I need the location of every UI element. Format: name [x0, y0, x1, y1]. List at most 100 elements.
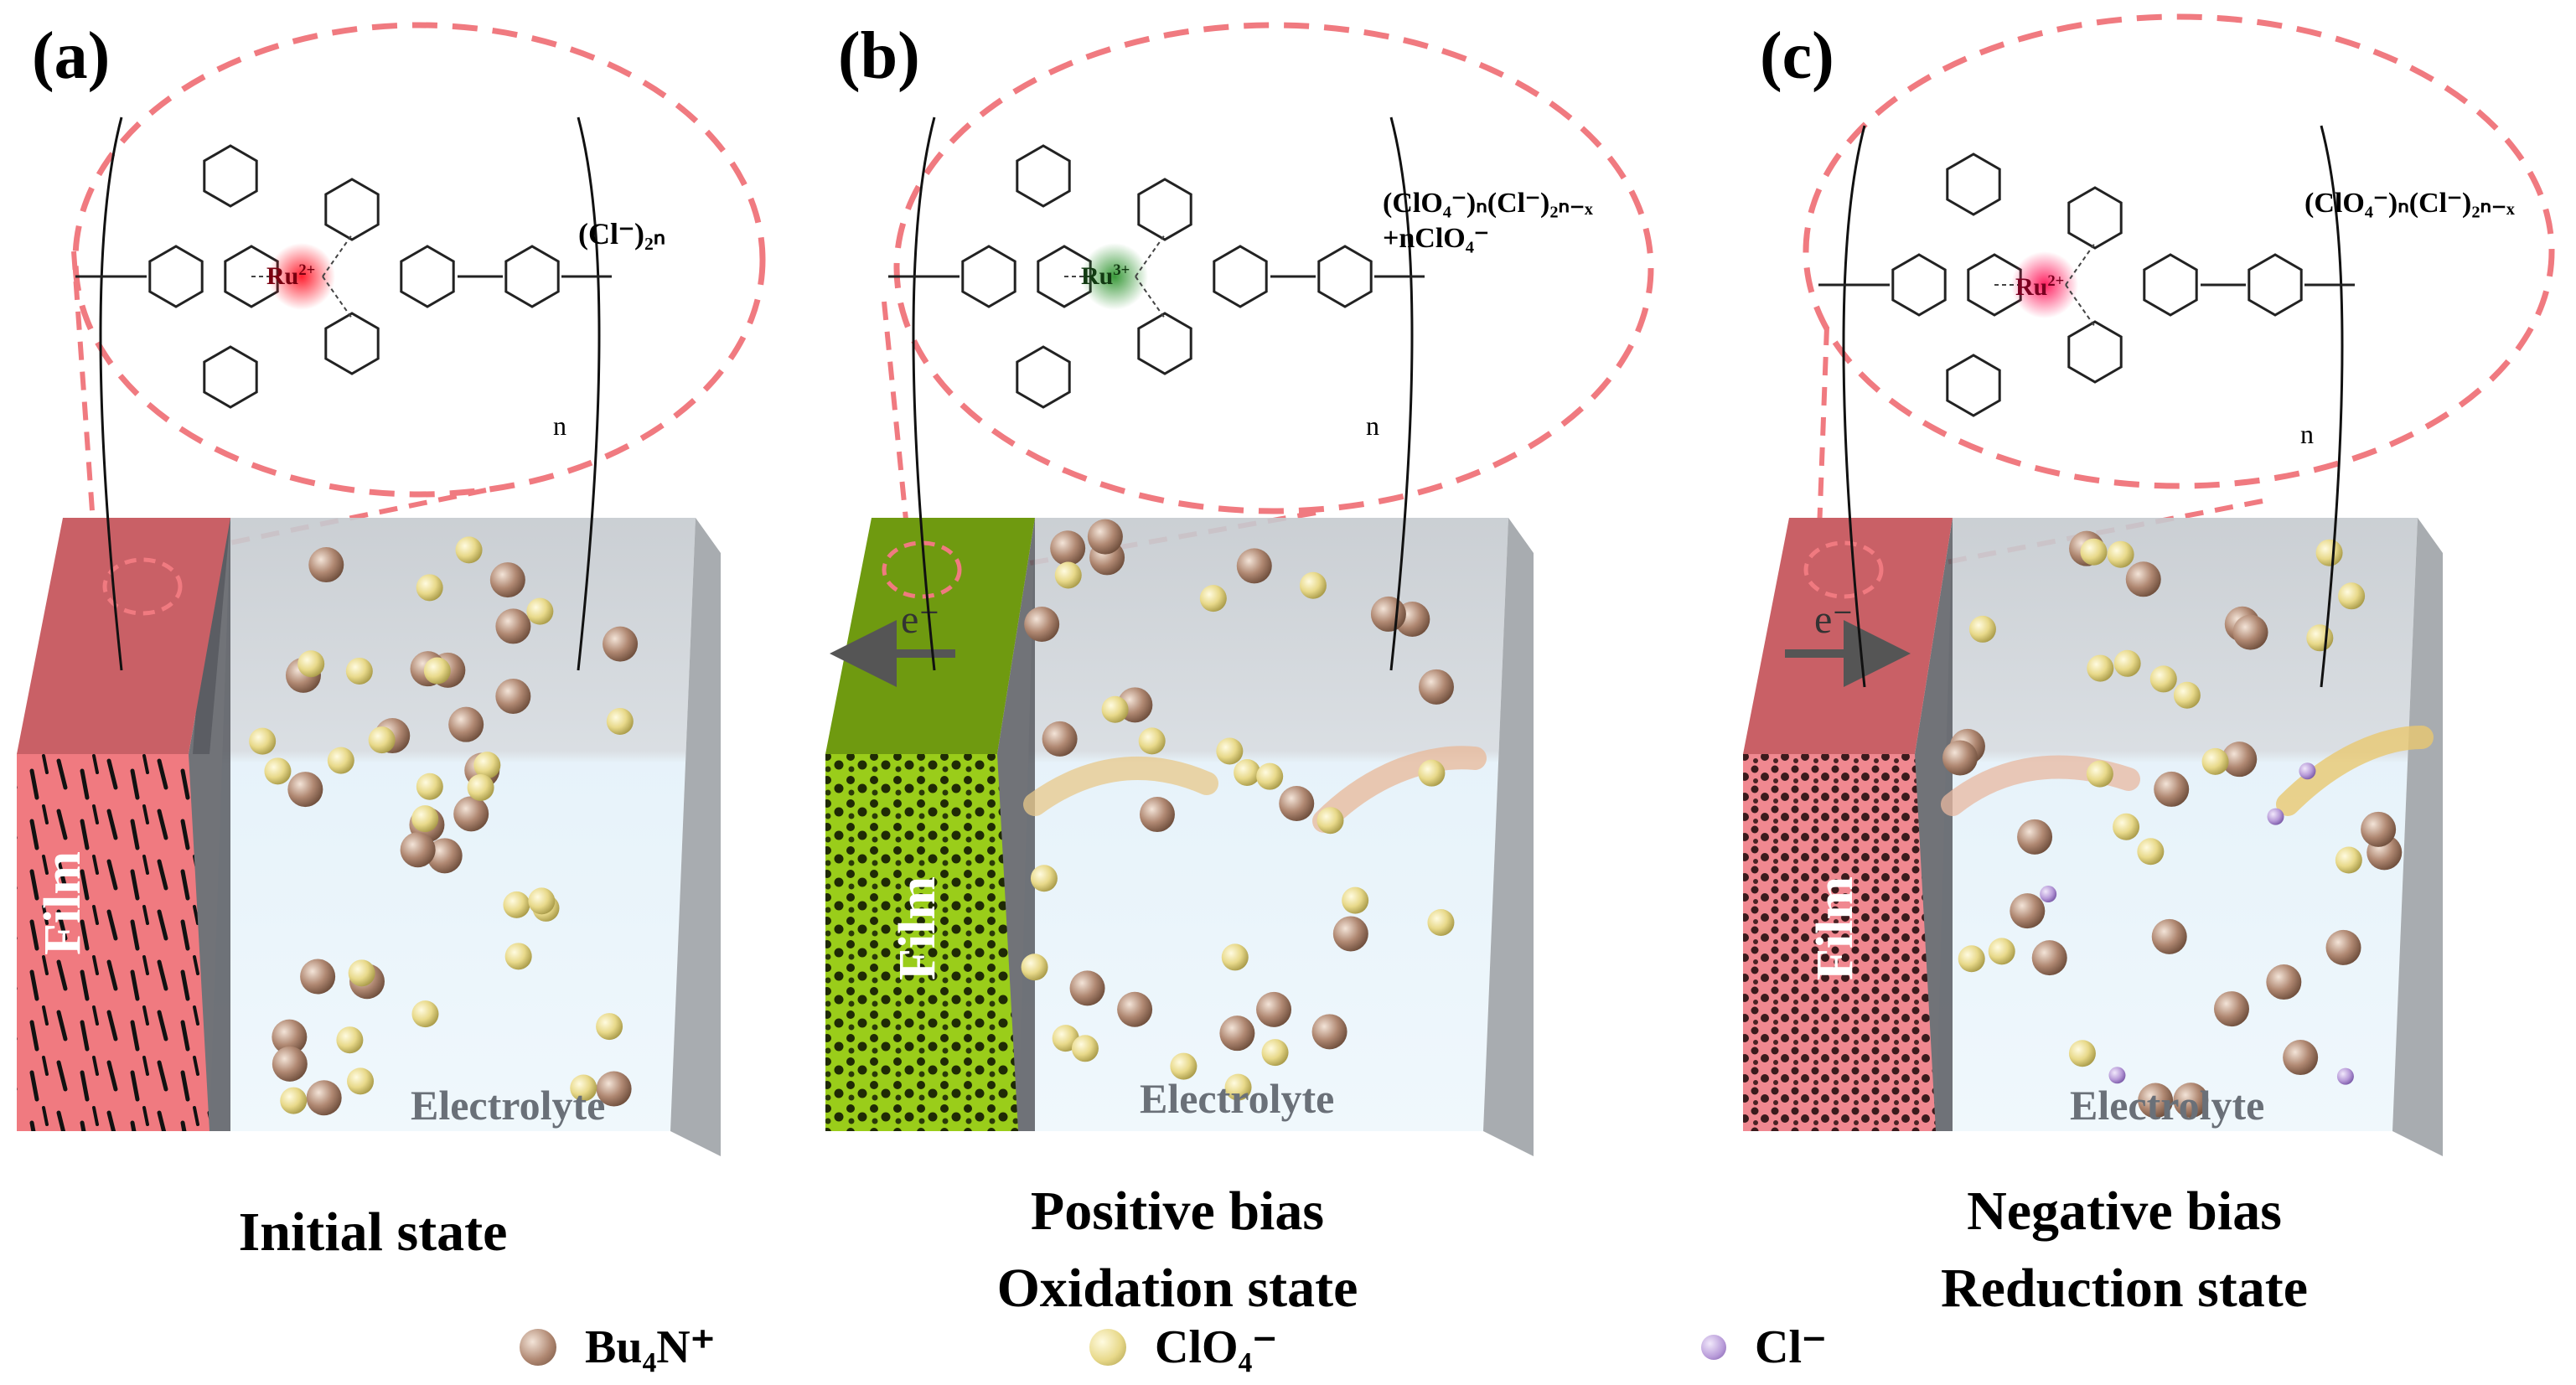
clo4-ion — [1224, 1073, 1252, 1101]
pyridine-ring — [1317, 245, 1373, 308]
coordination-bond — [322, 276, 353, 319]
bu4n-ion — [495, 678, 531, 714]
pyridine-ring — [324, 312, 380, 375]
bu4n-ion — [1069, 970, 1105, 1006]
bu4n-ion — [2283, 1040, 2319, 1076]
terpyridine-complex — [888, 116, 1425, 671]
film-label-a: Film — [34, 851, 91, 955]
panel-label-b: (b) — [838, 19, 920, 93]
molecular-structures — [75, 116, 2355, 688]
film-front-face — [1743, 754, 1936, 1131]
cl-ion — [2267, 808, 2284, 825]
state-caption-b: Positive bias Oxidation state — [800, 1173, 1554, 1327]
clo4-ion — [345, 657, 373, 685]
clo4-ion — [1418, 759, 1446, 787]
legend-item-clo4: ClO₄⁻ — [1089, 1320, 1277, 1374]
electrolyte-side — [670, 518, 721, 1156]
bu4n-ion — [1370, 596, 1406, 632]
polymer-subscript-b: n — [1366, 411, 1379, 441]
clo4-ion — [2173, 681, 2201, 709]
legend-item-cl: Cl⁻ — [1701, 1320, 1827, 1374]
clo4-ion — [1221, 943, 1249, 971]
clo4-ion — [1054, 561, 1082, 589]
purple-sphere-icon — [1701, 1334, 1726, 1360]
cl-ion — [2336, 1067, 2354, 1085]
film-label-b: Film — [889, 876, 946, 980]
bu4n-ion — [1050, 530, 1086, 566]
zoom-ellipse — [893, 22, 1654, 514]
pyridine-ring — [961, 245, 1016, 308]
migration-arrow-in — [1023, 756, 1218, 816]
bu4n-ion — [1219, 1015, 1255, 1052]
clo4-ion — [423, 657, 451, 685]
panel-label-c: (c) — [1760, 19, 1834, 93]
clo4-ion — [1988, 938, 2015, 965]
clo4-ion — [348, 959, 375, 987]
clo4-ion — [1256, 762, 1284, 790]
bu4n-ion — [1087, 519, 1123, 555]
clo4-ion — [2201, 747, 2229, 775]
clo4-ion — [1030, 865, 1058, 892]
bu4n-ion — [1279, 785, 1315, 821]
clo4-ion — [1170, 1052, 1197, 1080]
bu4n-ion — [2173, 1083, 2209, 1119]
ru-glow — [2011, 251, 2078, 318]
clo4-ion — [249, 727, 277, 755]
bu4n-ion — [287, 772, 323, 808]
zoom-spot — [882, 540, 962, 599]
polymer-bracket-left — [99, 116, 123, 671]
bu4n-ion — [453, 796, 489, 832]
bu4n-ion — [1024, 607, 1060, 643]
state-caption-c: Negative bias Reduction state — [1747, 1173, 2501, 1327]
clo4-ion — [2335, 846, 2362, 874]
zoom-spot — [1803, 540, 1884, 599]
clo4-ion — [2315, 539, 2343, 566]
legend-item-bu4n: Bu₄N⁺ — [520, 1320, 715, 1374]
clo4-ion — [596, 1013, 623, 1041]
coordination-bond — [2065, 284, 2096, 328]
ru-glow — [1081, 243, 1148, 310]
clo4-ion — [264, 757, 292, 785]
counterion-b: (ClO₄⁻)ₙ(Cl⁻)₂ₙ₋ₓ — [1383, 188, 1593, 219]
yellow-sphere-icon — [1089, 1328, 1126, 1366]
ion-field-a — [249, 536, 639, 1116]
brown-sphere-icon — [520, 1328, 556, 1366]
clo4-ion — [1299, 571, 1327, 599]
bu4n-ion — [1256, 991, 1292, 1027]
clo4-ion — [411, 805, 439, 833]
polymer-subscript-c: n — [2300, 419, 2314, 449]
cl-ion — [2040, 886, 2057, 903]
bu4n-ion — [2125, 561, 2161, 597]
clo4-ion — [368, 726, 396, 754]
bu4n-ion — [2213, 991, 2249, 1027]
film-label-c: Film — [1807, 876, 1864, 980]
clo4-ion — [528, 887, 556, 915]
pyridine-ring — [2067, 186, 2123, 250]
bu4n-ion — [308, 547, 344, 583]
pyridine-ring — [400, 245, 455, 308]
pyridine-ring — [1946, 152, 2001, 216]
clo4-ion — [280, 1087, 308, 1114]
coordination-bond — [1135, 276, 1166, 319]
bu4n-ion — [2017, 819, 2053, 855]
clo4-ion — [2107, 540, 2134, 568]
clo4-ion — [455, 536, 483, 564]
pyridine-ring — [1213, 245, 1268, 308]
clo4-ion — [2068, 1040, 2096, 1067]
clo4-ion — [1234, 758, 1261, 786]
bu4n-ion — [1139, 797, 1175, 833]
migration-arrow-out — [1312, 746, 1487, 833]
zoom-spot — [102, 557, 183, 616]
state-line: Positive bias — [1030, 1181, 1325, 1242]
state-line: Oxidation state — [996, 1258, 1358, 1319]
panel-b: e⁻ — [825, 22, 1654, 1156]
clo4-ion — [2306, 624, 2334, 652]
ion-field-c — [1942, 530, 2403, 1119]
pyridine-ring — [1137, 178, 1192, 241]
bu4n-ion — [2138, 1083, 2174, 1119]
clo4-ion — [2137, 838, 2165, 866]
bu4n-ion — [1332, 916, 1368, 952]
pyridine-ring — [324, 178, 380, 241]
electrolyte-label-a: Electrolyte — [411, 1082, 606, 1129]
